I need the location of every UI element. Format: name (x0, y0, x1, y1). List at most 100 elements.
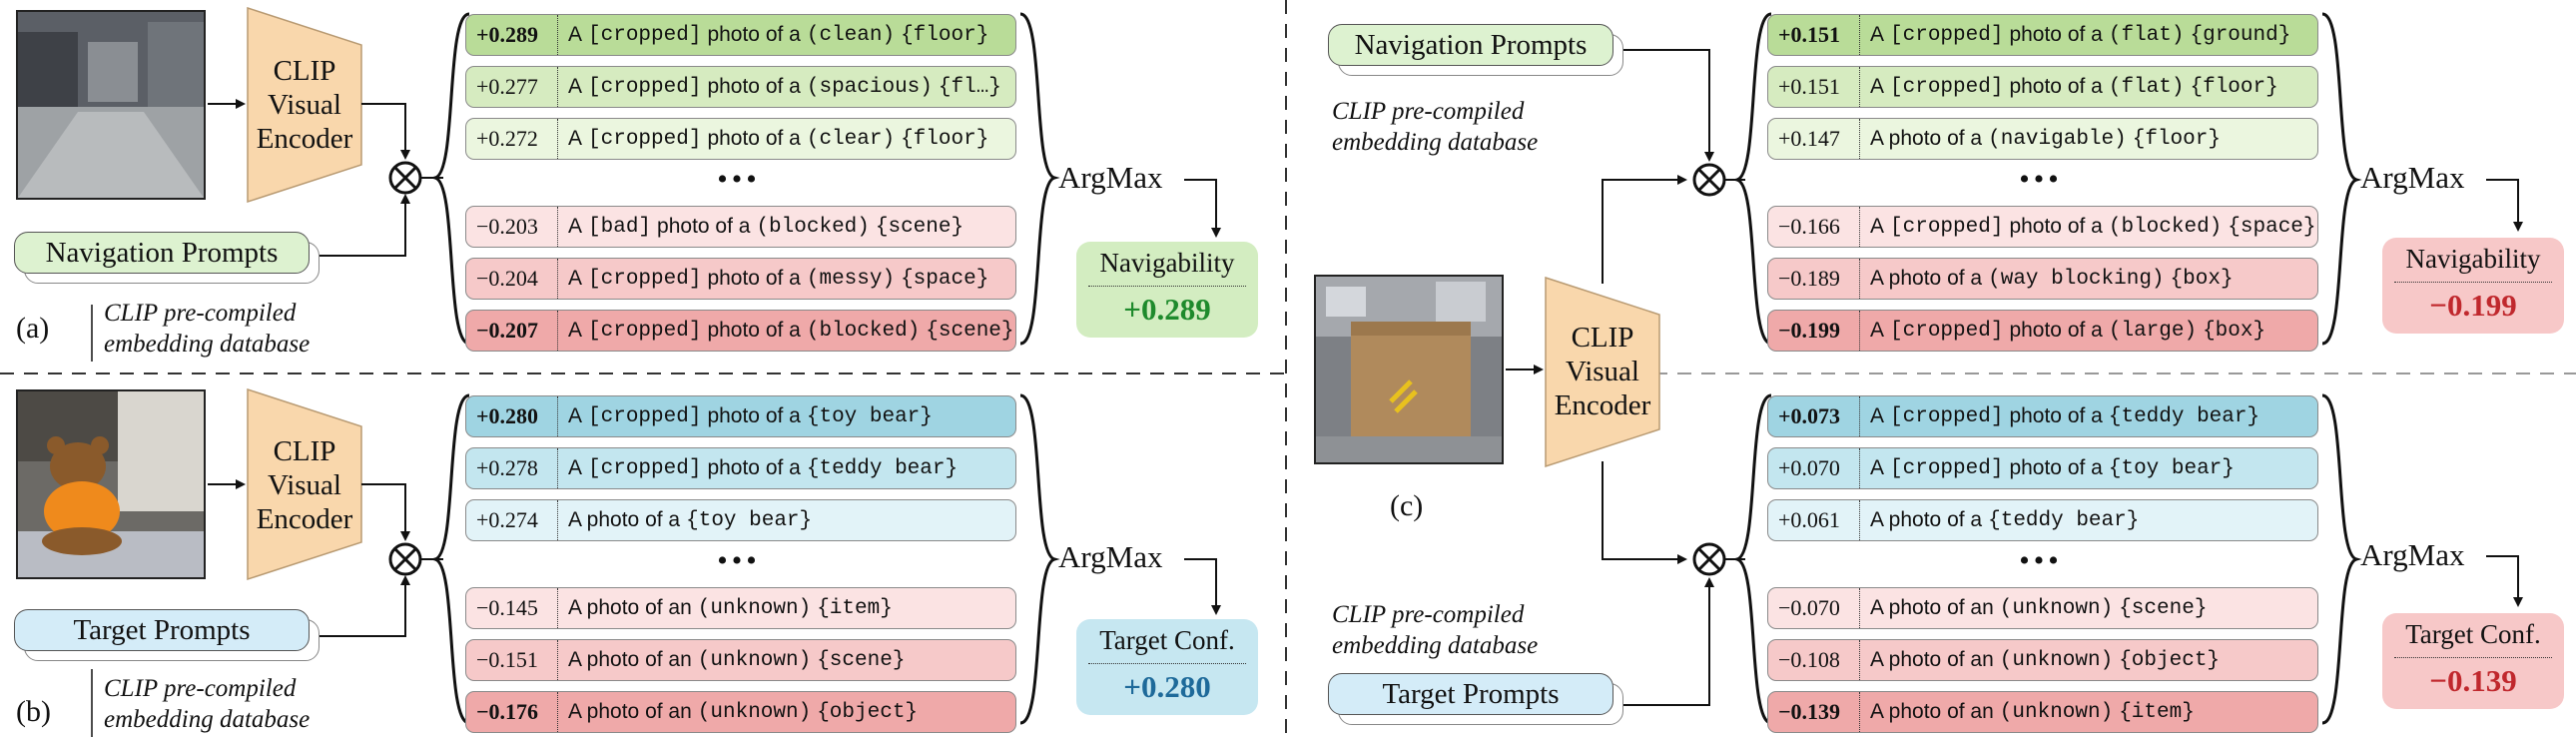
prompt-words: photo of a (2009, 23, 2103, 46)
prompt-token: (blocked) (2108, 215, 2223, 239)
similarity-score: +0.070 (1768, 448, 1860, 488)
encoder-line-2: Visual (268, 469, 341, 501)
encoder-label-a: CLIP Visual Encoder (252, 54, 357, 156)
right-brace-b (1019, 393, 1060, 725)
result-value: −0.139 (2429, 663, 2517, 698)
prompt-token: {box} (2203, 319, 2266, 343)
similarity-score: −0.207 (466, 311, 558, 351)
prompt-text: A[cropped]photo of a(spacious){fl…} (558, 75, 1007, 99)
prompt-words: A photo of a (1870, 127, 1983, 150)
navigability-result-a: Navigability +0.289 (1076, 242, 1258, 338)
prompt-words: A (568, 75, 583, 98)
db-text-line-1: CLIP pre-compiled (104, 675, 297, 702)
prompt-token: {toy bear} (806, 404, 933, 428)
prompt-token: {item} (2119, 700, 2195, 724)
prompt-token: [cropped] (588, 319, 702, 343)
teddy-bear-photo (16, 389, 206, 579)
prompt-token: (flat) (2108, 75, 2185, 99)
prompt-words: A (568, 267, 583, 290)
left-brace-a (429, 12, 470, 346)
prompt-text: A[cropped]photo of a(clean){floor} (558, 23, 994, 47)
db-text-line-2: embedding database (1332, 632, 1539, 659)
prompt-token: (messy) (806, 267, 896, 291)
prompt-token: {toy bear} (686, 508, 813, 532)
similarity-score: −0.070 (1768, 588, 1860, 628)
similarity-score: −0.199 (1768, 311, 1860, 351)
target-prompts-box-c: Target Prompts (1328, 673, 1613, 715)
panel-label-b: (b) (16, 695, 51, 728)
prompt-token: {teddy bear} (806, 456, 959, 480)
encoder-line-3: Encoder (256, 503, 353, 535)
prompt-words: A (1870, 319, 1885, 342)
otimes-icon-c-bottom (1692, 542, 1726, 576)
db-text-line-2: embedding database (104, 331, 311, 358)
prompt-words: photo of a (707, 127, 801, 150)
argmax-label-c-top: ArgMax (2360, 160, 2465, 195)
prompt-text: A photo of a(navigable){floor} (1860, 127, 2227, 151)
similarity-score: −0.176 (466, 692, 558, 732)
prompt-words: A (568, 404, 583, 427)
box-photo (1314, 275, 1504, 464)
similarity-score: +0.289 (466, 15, 558, 55)
box-image (1316, 277, 1502, 462)
prompt-text: A[cropped]photo of a(blocked){scene} (558, 319, 1015, 343)
navigability-result-c: Navigability −0.199 (2382, 238, 2564, 334)
prompt-words: photo of a (707, 404, 801, 427)
similarity-score: −0.189 (1768, 259, 1860, 299)
prompt-token: (unknown) (1999, 700, 2114, 724)
prompt-token: [cropped] (1890, 456, 2004, 480)
prompt-token: (navigable) (1988, 127, 2127, 151)
db-text-b: CLIP pre-compiled embedding database (104, 673, 310, 735)
prompt-text: A[cropped]photo of a(flat){ground} (1860, 23, 2296, 47)
similarity-score: +0.280 (466, 396, 558, 436)
encoder-line-2: Visual (1566, 356, 1639, 387)
prompt-words: A (1870, 75, 1885, 98)
prompt-token: (way blocking) (1988, 267, 2165, 291)
corridor-photo (16, 10, 206, 200)
argmax-label-b: ArgMax (1058, 539, 1163, 574)
prompt-text: A photo of an(unknown){item} (558, 596, 899, 620)
prompt-token: {box} (2170, 267, 2234, 291)
navigation-prompts-label: Navigation Prompts (45, 236, 279, 269)
prompt-words: photo of a (2009, 75, 2103, 98)
right-brace-a (1019, 12, 1060, 346)
result-divider (2394, 282, 2552, 283)
prompt-token: (unknown) (1999, 648, 2114, 672)
result-value: +0.280 (1123, 669, 1211, 704)
similarity-score: −0.145 (466, 588, 558, 628)
prompt-words: photo of a (707, 23, 801, 46)
prompt-words: A (1870, 23, 1885, 46)
prompt-token: (blocked) (756, 215, 870, 239)
prompt-text: A[cropped]photo of a{toy bear} (558, 404, 939, 428)
prompt-token: [cropped] (588, 456, 702, 480)
prompt-words: photo of a (707, 75, 801, 98)
argmax-label-c-bottom: ArgMax (2360, 537, 2465, 572)
target-prompts-box-b: Target Prompts (14, 609, 310, 651)
prompt-text: A[cropped]photo of a(blocked){space} (1860, 215, 2317, 239)
result-title: Navigability (1099, 248, 1235, 278)
prompt-token: [cropped] (588, 127, 702, 151)
navigation-prompts-box-a: Navigation Prompts (14, 232, 310, 274)
similarity-score: +0.147 (1768, 119, 1860, 159)
navigation-prompts-box-c: Navigation Prompts (1328, 24, 1613, 66)
prompt-words: A photo of an (568, 700, 692, 723)
result-value: +0.289 (1123, 292, 1211, 327)
prompt-words: photo of a (707, 319, 801, 342)
prompt-token: {object} (817, 700, 919, 724)
target-conf-result-c: Target Conf. −0.139 (2382, 613, 2564, 709)
prompt-token: [cropped] (588, 267, 702, 291)
similarity-score: −0.139 (1768, 692, 1860, 732)
prompt-token: {object} (2119, 648, 2221, 672)
prompt-token: (spacious) (806, 75, 933, 99)
